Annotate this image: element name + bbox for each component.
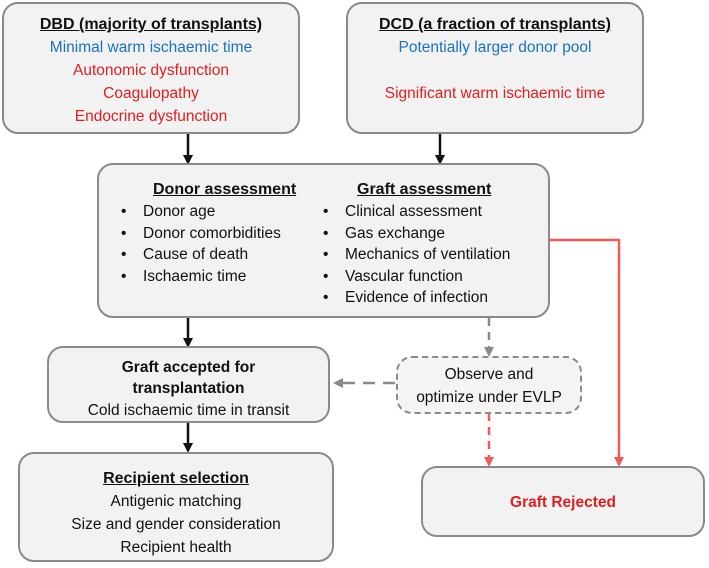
dcd-line-warm-ischaemic: Significant warm ischaemic time — [384, 85, 606, 102]
evlp-line2: optimize under EVLP — [416, 389, 562, 406]
dbd-line-endocrine: Endocrine dysfunction — [74, 108, 228, 125]
dbd-line-warm-ischaemic: Minimal warm ischaemic time — [49, 39, 253, 56]
list-item: Vascular function — [319, 266, 544, 288]
recipient-box: Recipient selection Antigenic matching S… — [18, 452, 334, 562]
donor-assessment-list: Donor age Donor comorbidities Cause of d… — [117, 201, 327, 287]
dcd-line-donor-pool: Potentially larger donor pool — [398, 39, 592, 56]
graft-rejected-label: Graft Rejected — [510, 494, 616, 511]
list-item: Gas exchange — [319, 223, 544, 245]
dbd-line-autonomic: Autonomic dysfunction — [73, 62, 229, 79]
list-item: Ischaemic time — [117, 266, 327, 288]
graft-accepted-box: Graft accepted for transplantation Cold … — [47, 346, 330, 423]
list-item: Evidence of infection — [319, 287, 544, 309]
list-item: Donor age — [117, 201, 327, 223]
recipient-item-antigenic: Antigenic matching — [110, 493, 242, 510]
dcd-box: DCD (a fraction of transplants) Potentia… — [346, 2, 644, 134]
assessment-box: Donor assessment Donor age Donor comorbi… — [97, 163, 550, 318]
graft-accepted-detail: Cold ischaemic time in transit — [87, 402, 290, 419]
donor-assessment-section: Donor assessment Donor age Donor comorbi… — [117, 179, 327, 287]
graft-rejected-box: Graft Rejected — [421, 466, 705, 537]
dcd-title: DCD (a fraction of transplants) — [378, 16, 611, 33]
arrow-assessment-to-rejected — [549, 238, 624, 467]
dbd-line-coagulopathy: Coagulopathy — [103, 85, 199, 102]
list-item: Donor comorbidities — [117, 223, 327, 245]
recipient-item-size-gender: Size and gender consideration — [71, 516, 281, 533]
graft-accepted-title-line2: transplantation — [132, 380, 245, 397]
list-item: Cause of death — [117, 244, 327, 266]
graft-assessment-title: Graft assessment — [357, 181, 492, 198]
dbd-box: DBD (majority of transplants) Minimal wa… — [2, 2, 300, 134]
evlp-box: Observe and optimize under EVLP — [396, 356, 582, 414]
graft-assessment-list: Clinical assessment Gas exchange Mechani… — [319, 201, 544, 309]
recipient-item-health: Recipient health — [120, 539, 232, 556]
list-item: Clinical assessment — [319, 201, 544, 223]
graft-accepted-title-line1: Graft accepted for — [121, 359, 256, 376]
evlp-line1: Observe and — [444, 366, 534, 383]
recipient-title: Recipient selection — [103, 470, 249, 487]
graft-assessment-section: Graft assessment Clinical assessment Gas… — [319, 179, 544, 309]
list-item: Mechanics of ventilation — [319, 244, 544, 266]
dbd-title: DBD (majority of transplants) — [39, 16, 263, 33]
donor-assessment-title: Donor assessment — [153, 181, 297, 198]
